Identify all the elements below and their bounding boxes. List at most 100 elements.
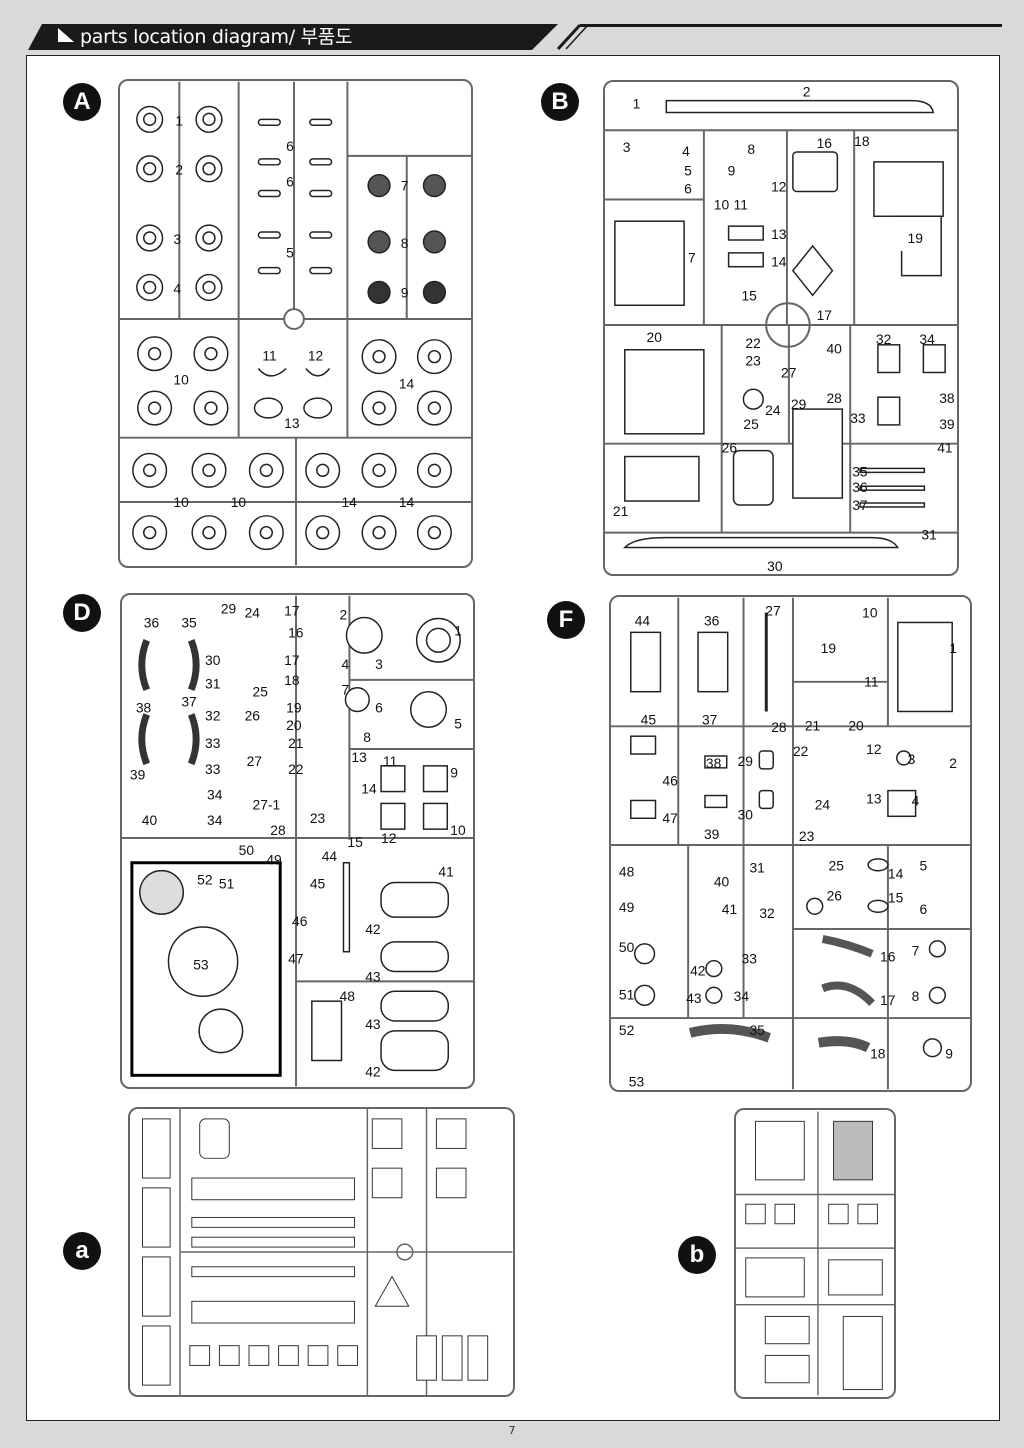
part-number: 21 [613,503,629,519]
part-number: 33 [205,761,221,777]
part-number: 53 [193,957,209,973]
part-number: 40 [826,341,842,357]
part-number: 10 [714,196,730,212]
sprue-a-lower-drawing [142,1109,513,1395]
part-number: 34 [734,988,750,1004]
part-number: 43 [365,1016,381,1032]
part-number: 46 [662,773,678,789]
page-number: 7 [508,1424,516,1437]
sprue-b-drawing: 1 2 3 4 5 6 7 8 9 10 11 12 13 14 15 16 1… [605,84,957,574]
part-number: 21 [805,717,821,733]
part-number: 45 [310,875,326,891]
part-number: 30 [738,806,754,822]
part-number: 23 [745,353,761,369]
part-number: 42 [365,921,380,937]
part-number: 14 [361,781,377,797]
part-number: 7 [401,178,409,194]
part-number: 10 [450,822,466,838]
part-number: 9 [728,163,736,179]
part-number: 38 [136,699,152,715]
part-number: 6 [684,181,692,197]
part-number: 20 [647,329,663,345]
part-number: 1 [949,640,957,656]
section-badge-b-upper: B [541,83,579,121]
part-number: 25 [253,684,269,700]
part-number: 7 [912,943,920,959]
section-badge-a-lower: a [63,1232,101,1270]
part-number: 1 [454,622,462,638]
part-number: 44 [635,612,651,628]
section-badge-d: D [63,594,101,632]
section-badge-f: F [547,601,585,639]
part-number: 48 [340,988,356,1004]
part-number: 41 [438,864,454,880]
part-number: 17 [880,992,895,1008]
part-number: 4 [682,143,690,159]
part-number: 13 [866,790,882,806]
sprue-d: 36 35 38 37 39 40 29 30 31 32 33 33 34 3… [120,593,475,1089]
part-number: 14 [399,375,415,391]
header-slash-line [556,24,1002,50]
part-number: 33 [205,735,221,751]
part-number: 37 [702,711,717,727]
part-number: 9 [401,284,409,300]
part-number: 29 [221,601,237,617]
sprue-a-drawing: 1 2 3 4 6 6 5 7 8 9 10 11 12 13 14 10 10… [120,81,471,566]
part-number: 39 [130,767,146,783]
part-number: 9 [945,1046,953,1062]
part-number: 2 [949,755,957,771]
part-number: 11 [864,674,879,690]
part-number: 10 [231,494,247,510]
part-number: 47 [662,810,677,826]
part-number: 41 [722,901,738,917]
part-number: 23 [310,810,326,826]
part-number: 4 [173,280,181,296]
part-number: 26 [827,887,843,903]
part-number: 6 [375,699,383,715]
part-number: 38 [939,390,955,406]
sprue-f: 44 36 27 10 19 11 1 45 37 28 21 20 46 47… [609,595,972,1092]
part-number: 26 [722,440,738,456]
sprue-a-lower [128,1107,515,1397]
part-number: 50 [619,939,635,955]
part-number: 41 [937,440,953,456]
part-number: 3 [908,751,916,767]
sprue-a: 1 2 3 4 6 6 5 7 8 9 10 11 12 13 14 10 10… [118,79,473,568]
part-number: 39 [939,416,955,432]
part-number: 27-1 [253,796,281,812]
sprue-f-drawing: 44 36 27 10 19 11 1 45 37 28 21 20 46 47… [611,597,970,1089]
part-number: 22 [793,743,808,759]
part-number: 40 [142,812,158,828]
part-number: 28 [771,719,787,735]
part-number: 14 [341,494,357,510]
part-number: 29 [791,396,807,412]
part-number: 19 [821,640,837,656]
part-number: 12 [308,348,323,364]
part-number: 51 [219,875,235,891]
part-number: 36 [144,614,160,630]
part-number: 22 [288,761,303,777]
part-number: 42 [690,963,705,979]
part-number: 17 [284,603,299,619]
part-number: 16 [817,135,833,151]
part-number: 10 [173,371,189,387]
part-number: 24 [815,796,831,812]
part-number: 28 [826,390,842,406]
part-number: 40 [714,874,730,890]
part-number: 34 [919,331,935,347]
part-number: 24 [765,402,781,418]
part-number: 13 [351,749,367,765]
part-number: 3 [173,231,181,247]
part-number: 8 [363,729,371,745]
part-number: 46 [292,913,308,929]
part-number: 27 [765,603,780,619]
part-number: 35 [749,1022,765,1038]
part-number: 48 [619,864,635,880]
sprue-b-lower [734,1108,896,1399]
part-number: 32 [205,707,220,723]
part-number: 15 [741,287,757,303]
part-number: 3 [375,656,383,672]
part-number: 8 [912,988,920,1004]
part-number: 21 [288,735,304,751]
part-number: 18 [854,133,870,149]
